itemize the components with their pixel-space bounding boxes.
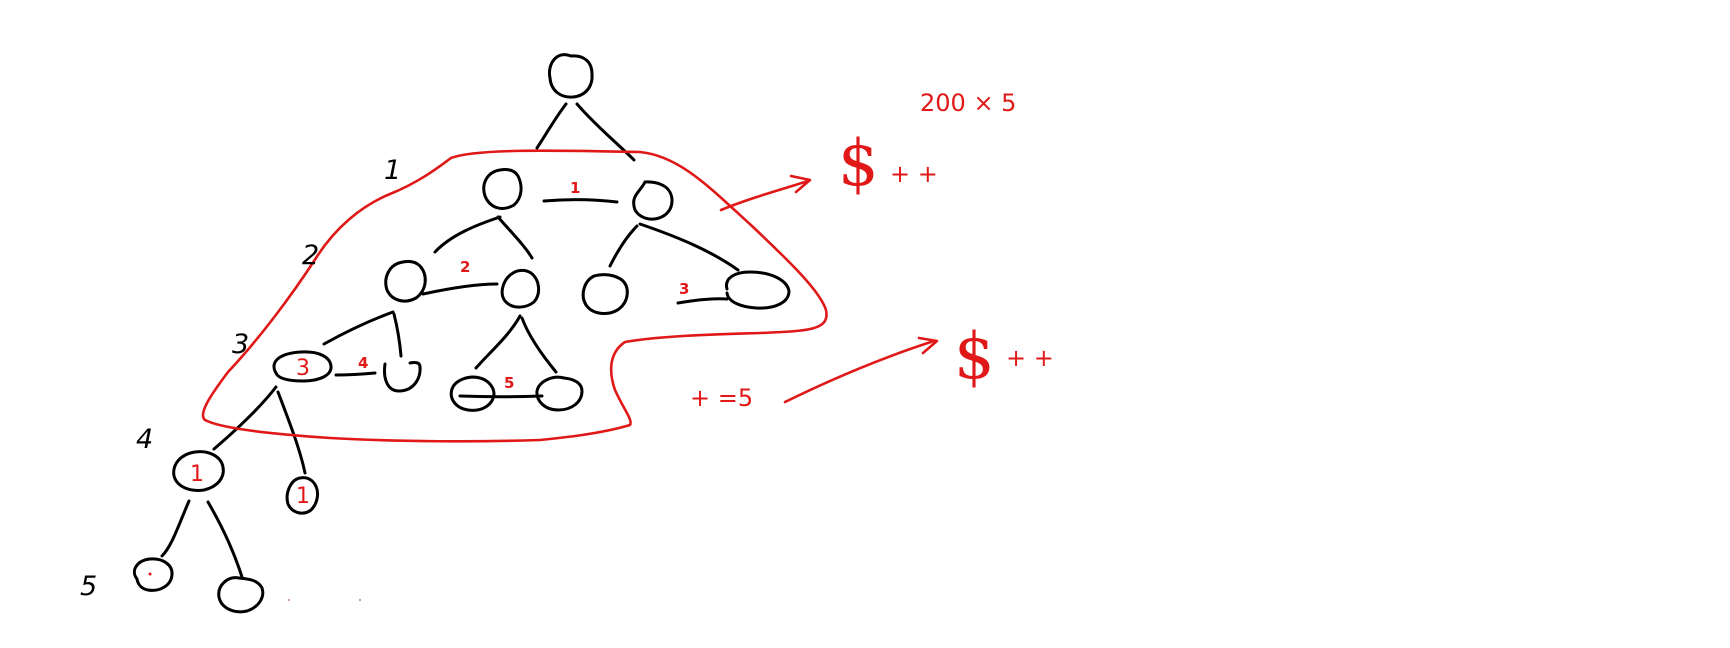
edge-label: 3 — [679, 280, 689, 298]
red-arrows — [719, 174, 939, 404]
dollar-sign-lower: $ — [954, 320, 995, 394]
tree-edge — [638, 222, 740, 272]
dollar-sign-upper: $ — [838, 127, 879, 201]
tree-node-root — [547, 53, 594, 99]
node-label: 3 — [296, 356, 310, 381]
node-label: 1 — [190, 462, 204, 487]
tree-edges — [160, 102, 740, 579]
tree-edge — [542, 198, 619, 204]
gray-dot — [359, 599, 361, 601]
tree-edge — [458, 394, 544, 399]
annotations: 200 × 5 $ + + + =5 $ + + — [690, 89, 1054, 412]
tree-edge — [496, 215, 534, 260]
tree-edge — [212, 385, 278, 451]
tree-node-l2-c — [581, 273, 629, 315]
arrow-to-upper-dollar — [719, 179, 810, 212]
level-label: 2 — [302, 240, 319, 271]
plus-lower: + + — [1006, 344, 1054, 372]
level-labels: 1 2 3 4 5 — [80, 155, 401, 602]
tree-edge — [433, 215, 502, 254]
tree-edge — [322, 310, 395, 346]
tree-edge — [392, 312, 403, 358]
plus-equals-annotation: + =5 — [690, 384, 753, 412]
red-dot — [148, 572, 152, 576]
edge-label: 2 — [460, 258, 470, 276]
tree-edge — [160, 499, 191, 558]
tree-node-l2-a — [384, 260, 427, 303]
level-label: 1 — [384, 155, 401, 186]
tree-edge — [535, 102, 568, 150]
tree-edge — [520, 316, 558, 374]
edge-label: 5 — [504, 374, 514, 392]
tree-node-l2-b — [500, 268, 540, 309]
tree-node-l3-c — [449, 375, 496, 412]
tree-node-l1-right — [632, 180, 674, 221]
tree-node-l3-a — [272, 350, 333, 383]
tree-node-l5-a — [132, 557, 174, 592]
node-labels: 3 1 1 — [190, 356, 310, 509]
edge-label: 4 — [358, 354, 368, 372]
tree-edge — [474, 314, 522, 370]
tree-nodes — [132, 53, 791, 614]
tree-node-l5-b — [217, 576, 265, 614]
tree-edge — [206, 500, 244, 579]
plus-upper: + + — [890, 160, 938, 188]
level-label: 4 — [136, 424, 153, 455]
level-label: 3 — [232, 329, 249, 360]
tree-edge — [421, 282, 499, 296]
edge-labels: 1 2 3 4 5 — [358, 179, 689, 392]
tree-edge — [276, 390, 307, 475]
tree-node-l3-b — [383, 361, 422, 393]
tree-edge — [334, 371, 377, 377]
gray-dot — [288, 599, 290, 601]
arrow-upper-head — [789, 174, 812, 194]
node-label: 1 — [296, 484, 310, 509]
tree-node-l1-left — [482, 168, 523, 210]
tree-edge — [676, 297, 729, 305]
tree-node-l2-d — [725, 270, 791, 310]
cost-annotation: 200 × 5 — [920, 89, 1016, 117]
highlighted-region-outline — [201, 149, 828, 443]
level-label: 5 — [80, 571, 97, 602]
tree-node-l4-a — [172, 450, 225, 492]
tree-node-l3-d — [535, 375, 584, 412]
edge-label: 1 — [570, 179, 580, 197]
arrow-to-lower-dollar — [783, 339, 936, 404]
arrow-lower-head — [917, 336, 939, 355]
tree-edge — [608, 224, 639, 268]
tree-edge — [575, 102, 636, 162]
tree-node-l4-b — [285, 476, 320, 515]
